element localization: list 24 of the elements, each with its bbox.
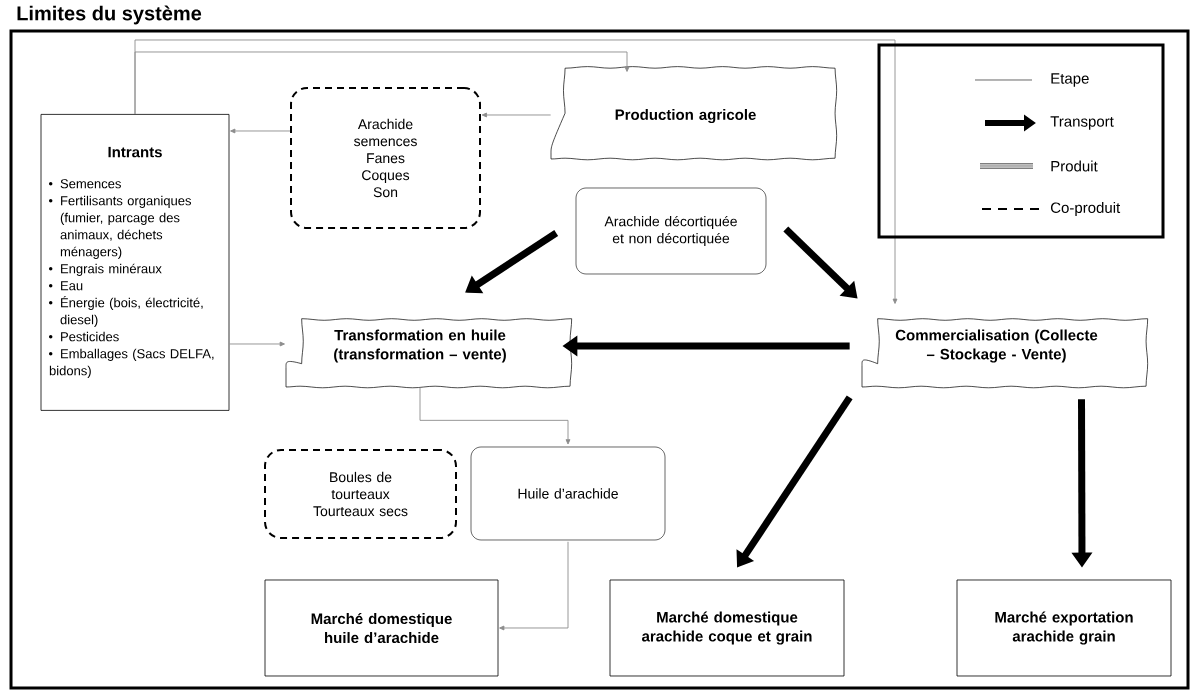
legend-label: Produit	[1051, 160, 1098, 172]
arrow	[230, 128, 291, 134]
arrow	[134, 39, 898, 304]
arrow	[228, 341, 285, 347]
legend-label: Transport	[1050, 116, 1114, 130]
market-box: Marché domestique huile d’arachide	[264, 579, 499, 677]
arrow	[783, 226, 858, 299]
process-box: Production agricole	[550, 66, 837, 161]
market-box: Marché exportation arachide grain	[956, 579, 1172, 677]
legend-label: Etape	[1051, 73, 1089, 87]
process-box: Commercialisation (Collecte – Stockage - Vente)	[861, 318, 1148, 389]
coproduct-box: Arachide semences Fanes Coques Son	[290, 87, 481, 229]
arrow	[481, 112, 552, 118]
coproduct-box: Boules de tourteaux Tourteaux secs	[264, 449, 457, 539]
arrow	[499, 541, 569, 631]
input-box: Intrants Semences Fertilisants organiques (fumier, parcage des animaux, déchets ménagers) Engrais minéraux Eau Énergie (bois, électricité, diesel) Pesticides Emballages (Sacs DELFA, bidons)	[40, 114, 230, 411]
legend-label: Co-produit	[1050, 202, 1121, 216]
product-box: Arachide décortiquée et non décortiquée	[573, 185, 769, 277]
title: Limites du système	[17, 5, 202, 25]
product-box: Huile d’arachide	[468, 444, 668, 543]
market-box: Marché domestique arachide coque et grain	[609, 579, 845, 677]
process-box: Transformation en huile (transformation – vente)	[285, 318, 572, 389]
arrow	[419, 386, 571, 445]
arrow	[465, 230, 559, 294]
